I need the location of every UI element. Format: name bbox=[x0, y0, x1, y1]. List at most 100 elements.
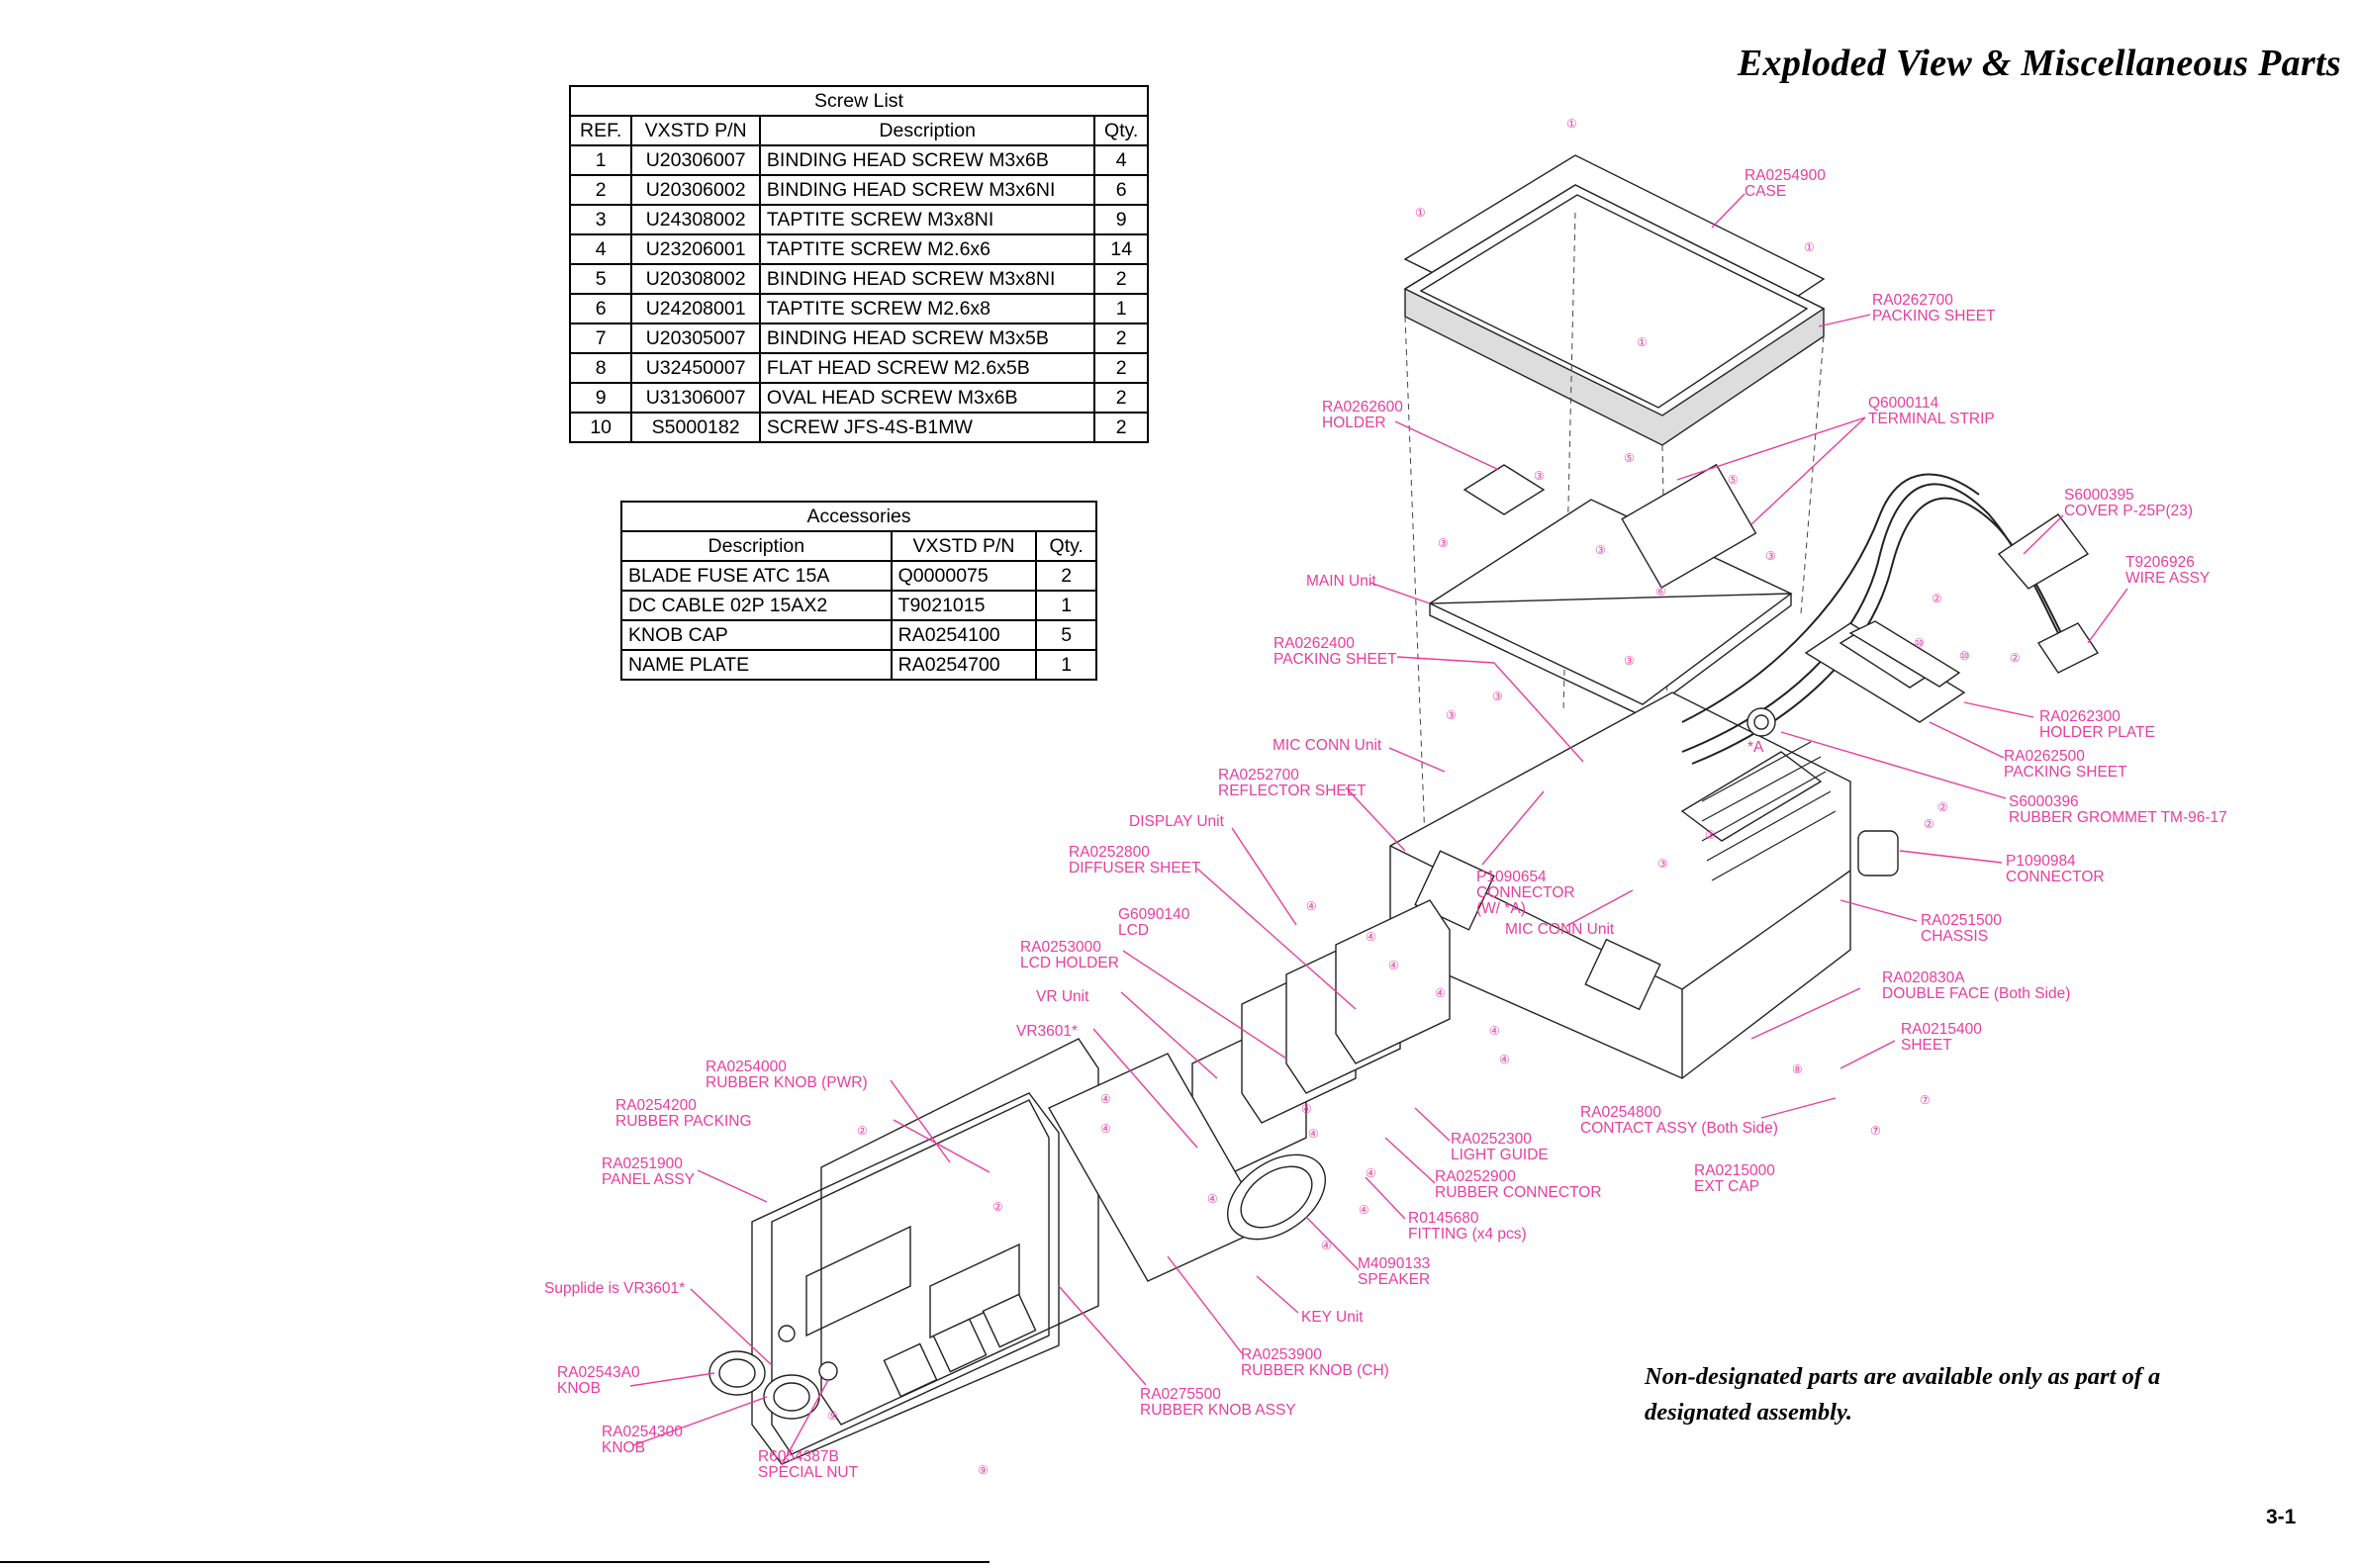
part-number: RA0251500 bbox=[1921, 912, 2002, 929]
part-number: Q6000114 bbox=[1868, 395, 1939, 412]
table-cell: 5 bbox=[568, 263, 633, 295]
screw-ref: ⑩ bbox=[1959, 649, 1970, 663]
part-description: CHASSIS bbox=[1921, 928, 1988, 945]
display-parts-drawing bbox=[1048, 899, 1451, 1282]
screw-ref: ① bbox=[1566, 117, 1577, 131]
screw-ref: ③ bbox=[1446, 708, 1457, 722]
table-cell: 1 bbox=[568, 144, 633, 176]
cable-drawing bbox=[1681, 473, 2100, 765]
column-header: Description bbox=[758, 115, 1096, 146]
part-number: RA0275500 bbox=[1140, 1386, 1221, 1403]
part-description: TERMINAL STRIP bbox=[1868, 411, 1995, 427]
table-cell: FLAT HEAD SCREW M2.6x5B bbox=[758, 352, 1096, 384]
screw-ref: ④ bbox=[1321, 1239, 1332, 1252]
column-header: VXSTD P/N bbox=[890, 530, 1038, 562]
table-cell: Q0000075 bbox=[890, 560, 1038, 592]
screw-ref: ④ bbox=[1359, 1203, 1369, 1217]
part-description: PANEL ASSY bbox=[602, 1171, 695, 1188]
table-cell: 6 bbox=[568, 293, 633, 324]
screw-ref: ② bbox=[1932, 592, 1942, 605]
screw-ref: ① bbox=[1637, 335, 1648, 349]
part-number: G6090140 bbox=[1118, 906, 1190, 923]
part-description: EXT CAP bbox=[1694, 1178, 1759, 1195]
table-cell: 2 bbox=[1093, 323, 1149, 354]
part-description: CASE bbox=[1745, 183, 1786, 200]
part-number: RA0262400 bbox=[1273, 635, 1355, 652]
part-number: RA0262500 bbox=[2004, 748, 2085, 765]
screw-ref: ② bbox=[857, 1124, 868, 1138]
table-cell: U23206001 bbox=[630, 233, 761, 265]
screw-ref: ⑨ bbox=[978, 1463, 989, 1477]
part-description: DIFFUSER SHEET bbox=[1069, 860, 1201, 876]
screw-ref: ④ bbox=[1388, 959, 1399, 972]
table-cell: KNOB CAP bbox=[620, 619, 893, 651]
page-title: Exploded View & Miscellaneous Parts bbox=[1737, 43, 2341, 84]
part-description: CONNECTOR bbox=[1476, 884, 1575, 901]
screw-ref: ③ bbox=[1624, 654, 1635, 668]
part-number: RA0252300 bbox=[1451, 1131, 1532, 1148]
column-header: Qty. bbox=[1093, 115, 1149, 146]
screw-ref: ⑦ bbox=[1920, 1093, 1931, 1107]
screw-ref: ③ bbox=[1705, 828, 1716, 842]
part-number: RA020830A bbox=[1882, 969, 1965, 986]
screw-ref: ③ bbox=[1657, 857, 1668, 871]
table-cell: TAPTITE SCREW M2.6x6 bbox=[758, 233, 1096, 265]
table-cell: BLADE FUSE ATC 15A bbox=[620, 560, 893, 592]
table-cell: 9 bbox=[568, 382, 633, 414]
screw-ref: ② bbox=[1924, 817, 1934, 831]
table-cell: U20306002 bbox=[630, 174, 761, 206]
part-description: PACKING SHEET bbox=[1273, 651, 1397, 668]
table-cell: 8 bbox=[568, 352, 633, 384]
table-cell: U24308002 bbox=[630, 204, 761, 235]
case-drawing bbox=[1403, 154, 1826, 446]
part-number: RA0262300 bbox=[2039, 708, 2121, 725]
table-cell: 1 bbox=[1035, 590, 1097, 621]
part-description: CONTACT ASSY (Both Side) bbox=[1580, 1120, 1778, 1137]
screw-ref: ④ bbox=[1489, 1024, 1500, 1038]
screw-ref: ③ bbox=[1492, 690, 1503, 703]
screw-ref: ④ bbox=[1366, 1166, 1376, 1180]
part-number: RA0252700 bbox=[1218, 767, 1299, 784]
screw-ref: ⑧ bbox=[1792, 1062, 1803, 1076]
table-cell: DC CABLE 02P 15AX2 bbox=[620, 590, 893, 621]
part-number: RA0215000 bbox=[1694, 1162, 1775, 1179]
table-cell: 2 bbox=[1093, 412, 1149, 443]
screw-ref: ② bbox=[992, 1200, 1003, 1214]
table-cell: 2 bbox=[568, 174, 633, 206]
table-cell: 7 bbox=[568, 323, 633, 354]
part-number: RA0254200 bbox=[615, 1097, 697, 1114]
table-cell: U20308002 bbox=[630, 263, 761, 295]
part-number: RA0262700 bbox=[1872, 292, 1953, 309]
part-description: COVER P-25P(23) bbox=[2064, 503, 2193, 519]
part-description: CONNECTOR bbox=[2006, 869, 2105, 885]
screw-ref: ③ bbox=[1438, 536, 1449, 550]
screw-ref: ④ bbox=[1306, 899, 1317, 913]
part-description: SPEAKER bbox=[1358, 1271, 1430, 1288]
screw-ref: ② bbox=[1937, 800, 1948, 814]
part-description: LIGHT GUIDE bbox=[1451, 1147, 1549, 1163]
leader-lines bbox=[629, 193, 2128, 1466]
table-cell: TAPTITE SCREW M3x8NI bbox=[758, 204, 1096, 235]
screw-ref: ⑥ bbox=[1655, 585, 1666, 599]
part-description: PACKING SHEET bbox=[2004, 764, 2127, 781]
